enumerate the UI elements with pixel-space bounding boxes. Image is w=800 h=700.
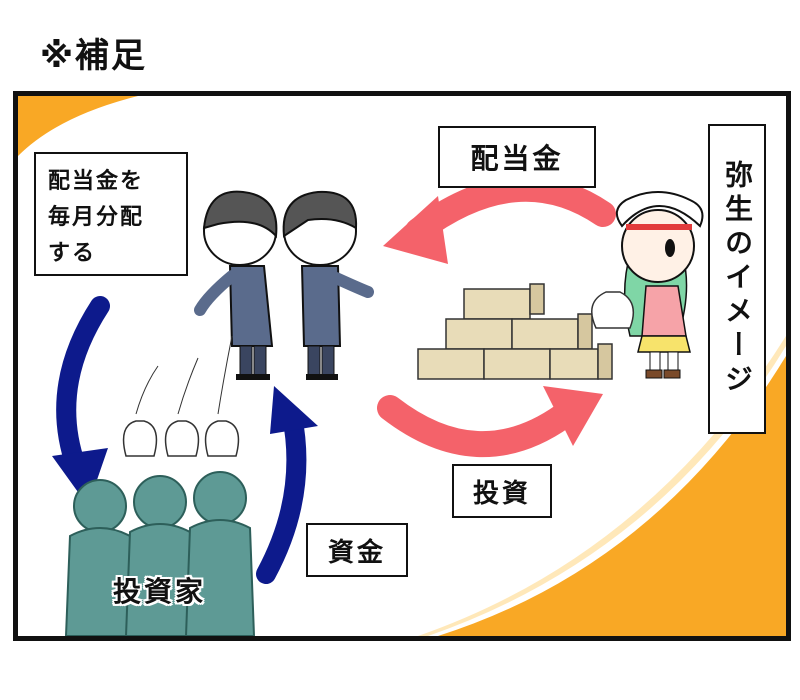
funds-arrow (256, 406, 307, 584)
manager-figure-right (282, 190, 374, 380)
investment-arrow (377, 395, 576, 458)
investment-label: 投資 (452, 464, 552, 518)
orange-corner-bottom-right (438, 356, 786, 636)
money-bags (122, 420, 240, 457)
dividend-label: 配当金 (438, 126, 596, 188)
investors-label: 投資家 (113, 575, 207, 608)
funds-arrow-head (270, 386, 318, 434)
comic-panel: 配当金 配当金を 毎月分配 する 投資 資金 弥生のイメージ 投資家 (13, 91, 791, 641)
page-title: ※補足 (40, 36, 148, 76)
note-line-2: 毎月分配 (48, 205, 145, 230)
money-boxes (417, 283, 613, 380)
monthly-distribution-note: 配当金を 毎月分配 する (34, 152, 188, 276)
investor-silhouettes (64, 471, 256, 636)
dividend-arrow-head (383, 196, 448, 264)
manager-figure-left (194, 190, 278, 380)
orange-corner-top-left (18, 96, 138, 156)
image-caption: 弥生のイメージ (708, 124, 766, 434)
investment-arrow-head (543, 386, 603, 446)
note-line-1: 配当金を (48, 169, 145, 194)
yayoi-character (591, 191, 704, 379)
funds-label: 資金 (306, 523, 408, 577)
payout-arrow (56, 296, 110, 476)
panel-illustration (18, 96, 786, 636)
dividend-arrow (405, 175, 616, 244)
payout-arrow-head (52, 448, 108, 506)
note-line-3: する (48, 241, 97, 266)
